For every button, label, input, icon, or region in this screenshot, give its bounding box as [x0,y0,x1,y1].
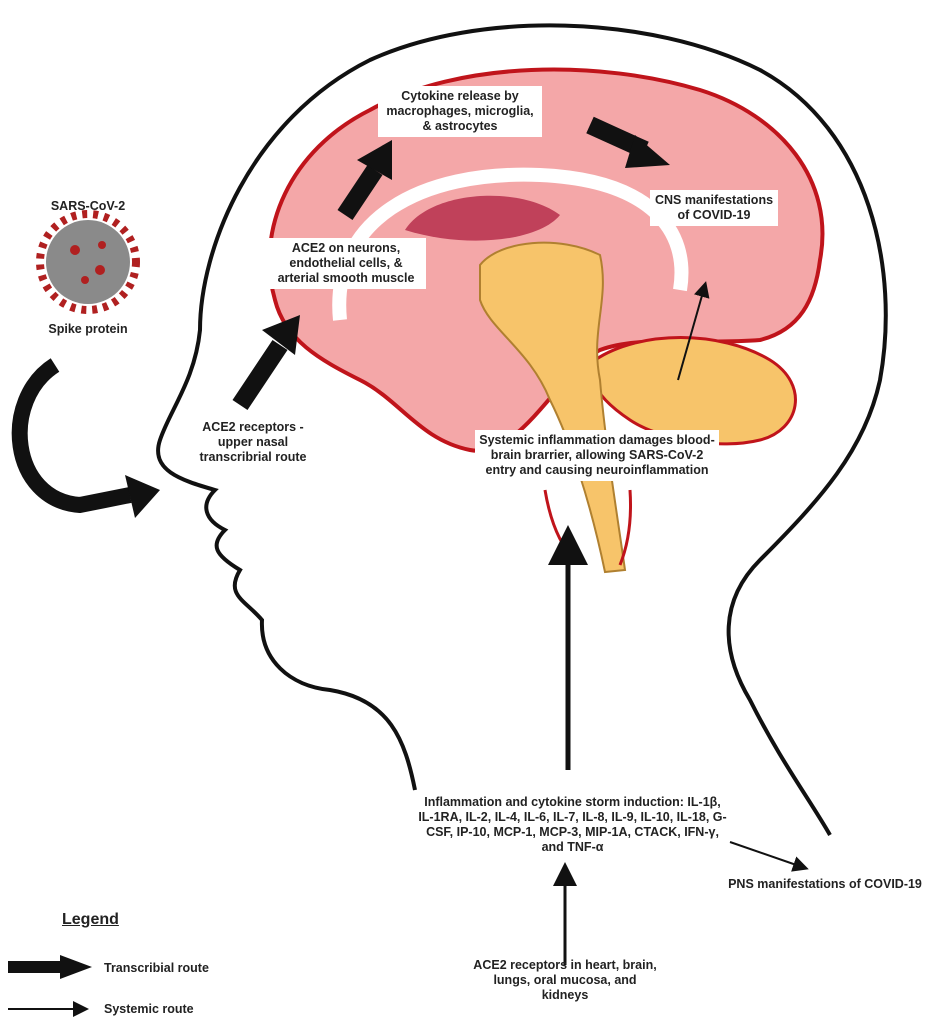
virus-caption: Spike protein [48,322,128,336]
ace2-neurons-label: ACE2 on neurons, endothelial cells, & ar… [266,238,426,289]
bbb-label: Systemic inflammation damages blood-brai… [475,430,719,481]
organs-label: ACE2 receptors in heart, brain, lungs, o… [473,958,657,1002]
cerebellum [590,336,797,446]
cns-label: CNS manifestations of COVID-19 [650,190,778,226]
storm-to-pns-arrow [729,841,809,872]
legend-title: Legend [62,911,119,928]
bbb-to-cns-arrow [677,281,710,381]
ace2-to-cytokine-arrow [337,165,383,220]
nasal-to-ace2-arrow [232,340,288,410]
corpus-callosum [405,195,560,241]
cytokine-release-label: Cytokine release by macrophages, microgl… [378,86,542,137]
virus-title: SARS-CoV-2 [50,199,126,213]
virus-entry-arrow [11,358,132,514]
virus-icon [36,210,140,314]
cytokine-storm-label: Inflammation and cytokine storm inductio… [418,795,727,854]
brainstem [479,241,627,574]
pns-label: PNS manifestations of COVID-19 [728,877,922,891]
legend-systemic: Systemic route [104,1002,194,1016]
nasal-label: ACE2 receptors - upper nasal transcribri… [199,420,307,464]
head-outline [156,23,888,836]
legend-transcribial: Transcribial route [104,961,209,975]
